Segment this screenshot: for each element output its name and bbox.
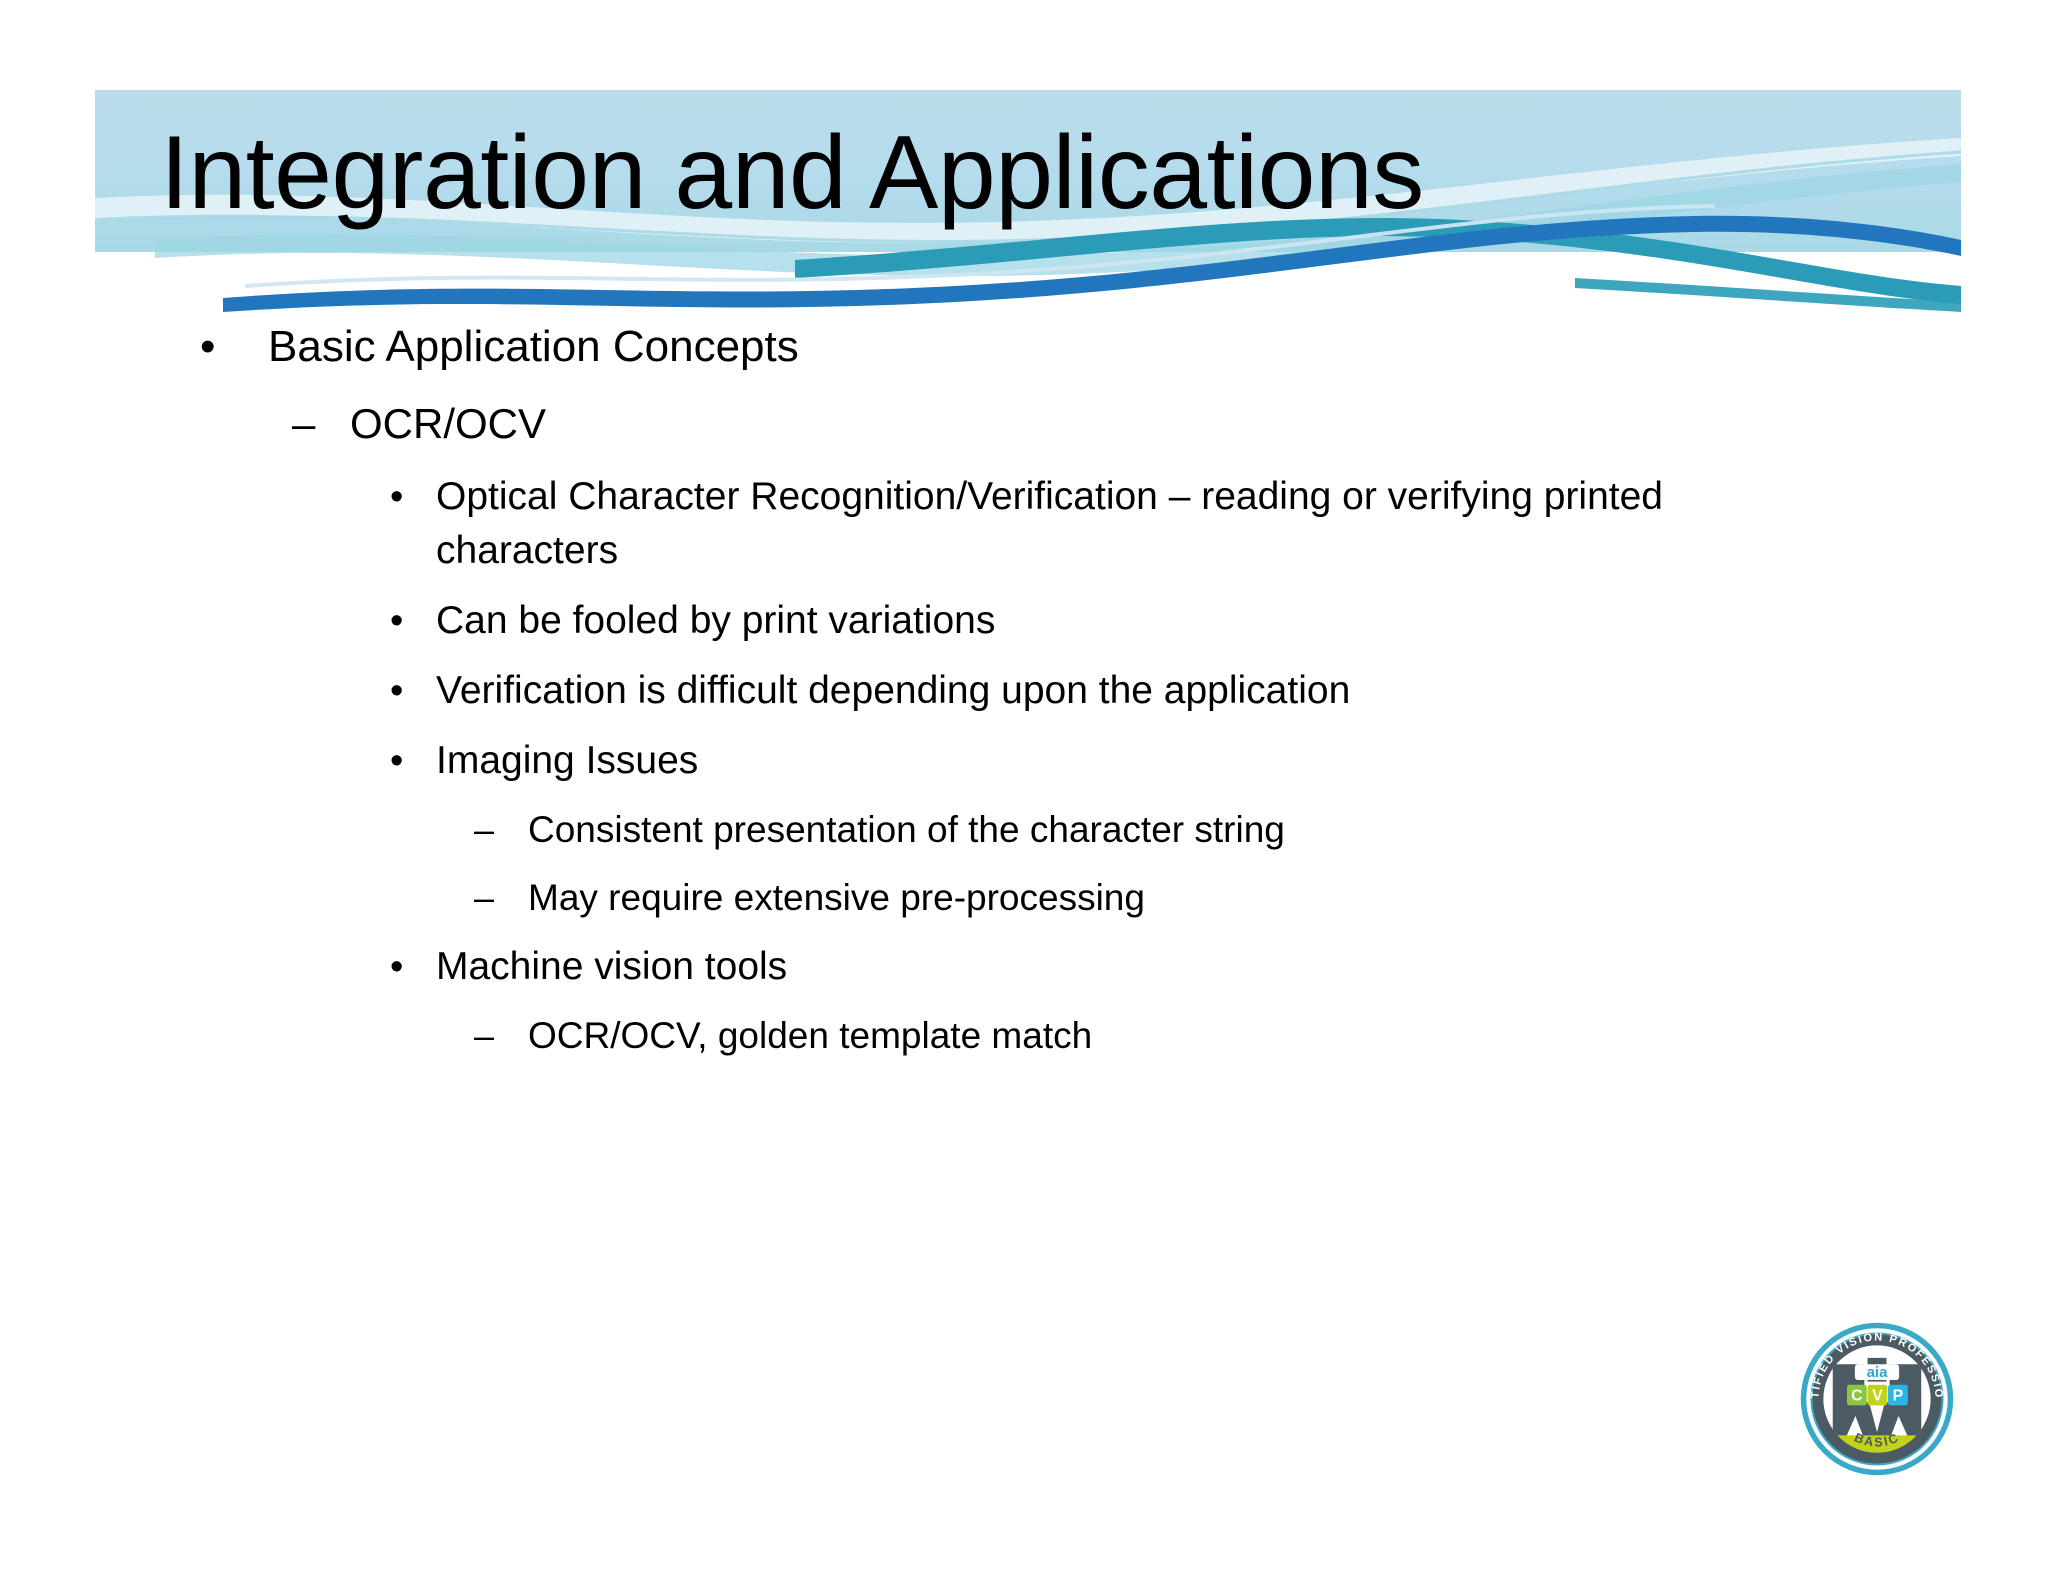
page-title: Integration and Applications (160, 115, 1424, 231)
bullet-marker-icon: • (390, 946, 404, 988)
cvp-letter-v: V (1872, 1388, 1883, 1405)
bullet-text: Basic Application Concepts (268, 322, 799, 371)
aia-logo: aia (1854, 1364, 1900, 1381)
bullet-text: Machine vision tools (436, 945, 788, 988)
list-item: – May require extensive pre-processing (0, 872, 2048, 924)
banner-wave-decoration (95, 138, 1962, 312)
list-item: • Basic Application Concepts (0, 318, 2048, 376)
bullet-text: Verification is difficult depending upon… (436, 669, 1351, 712)
list-item: • Can be fooled by print variations (0, 594, 2048, 648)
svg-text:BASIC: BASIC (1852, 1430, 1902, 1449)
bullet-marker-icon: • (390, 740, 404, 782)
bullet-marker-icon: • (390, 476, 404, 518)
badge-level-text: BASIC (1852, 1430, 1900, 1449)
aia-logo-text: aia (1867, 1364, 1889, 1381)
list-item: • Imaging Issues (0, 734, 2048, 788)
list-item: – OCR/OCV, golden template match (0, 1010, 2048, 1062)
cvp-letter-c: C (1851, 1388, 1862, 1405)
bullet-text: Optical Character Recognition/Verificati… (436, 475, 1663, 572)
list-item: – Consistent presentation of the charact… (0, 804, 2048, 856)
bullet-text: Imaging Issues (436, 739, 699, 782)
bullet-marker-icon: • (390, 670, 404, 712)
list-item: • Verification is difficult depending up… (0, 664, 2048, 718)
bullet-text: May require extensive pre-processing (528, 877, 1145, 918)
bullet-text: Consistent presentation of the character… (528, 809, 1285, 850)
bullet-text: Can be fooled by print variations (436, 599, 996, 642)
cvp-letter-p: P (1893, 1388, 1904, 1405)
bullet-text: OCR/OCV, golden template match (528, 1015, 1093, 1056)
cvp-letter-blocks: C V P (1846, 1384, 1908, 1406)
dash-marker-icon: – (474, 1015, 495, 1056)
list-item: • Machine vision tools (0, 940, 2048, 994)
dash-marker-icon: – (474, 809, 495, 850)
bullet-marker-icon: • (200, 322, 216, 371)
dash-marker-icon: – (292, 400, 316, 447)
title-banner: Integration and Applications (95, 90, 1962, 320)
bullet-list: • Basic Application Concepts – OCR/OCV •… (0, 318, 2048, 1078)
bullet-marker-icon: • (390, 600, 404, 642)
list-item: – OCR/OCV (0, 396, 2048, 452)
list-item: • Optical Character Recognition/Verifica… (0, 470, 2048, 578)
dash-marker-icon: – (474, 877, 495, 918)
bullet-text: OCR/OCV (350, 400, 547, 447)
cvp-certification-badge-icon: CERTIFIED VISION PROFESSIONAL aia (1798, 1318, 1954, 1476)
